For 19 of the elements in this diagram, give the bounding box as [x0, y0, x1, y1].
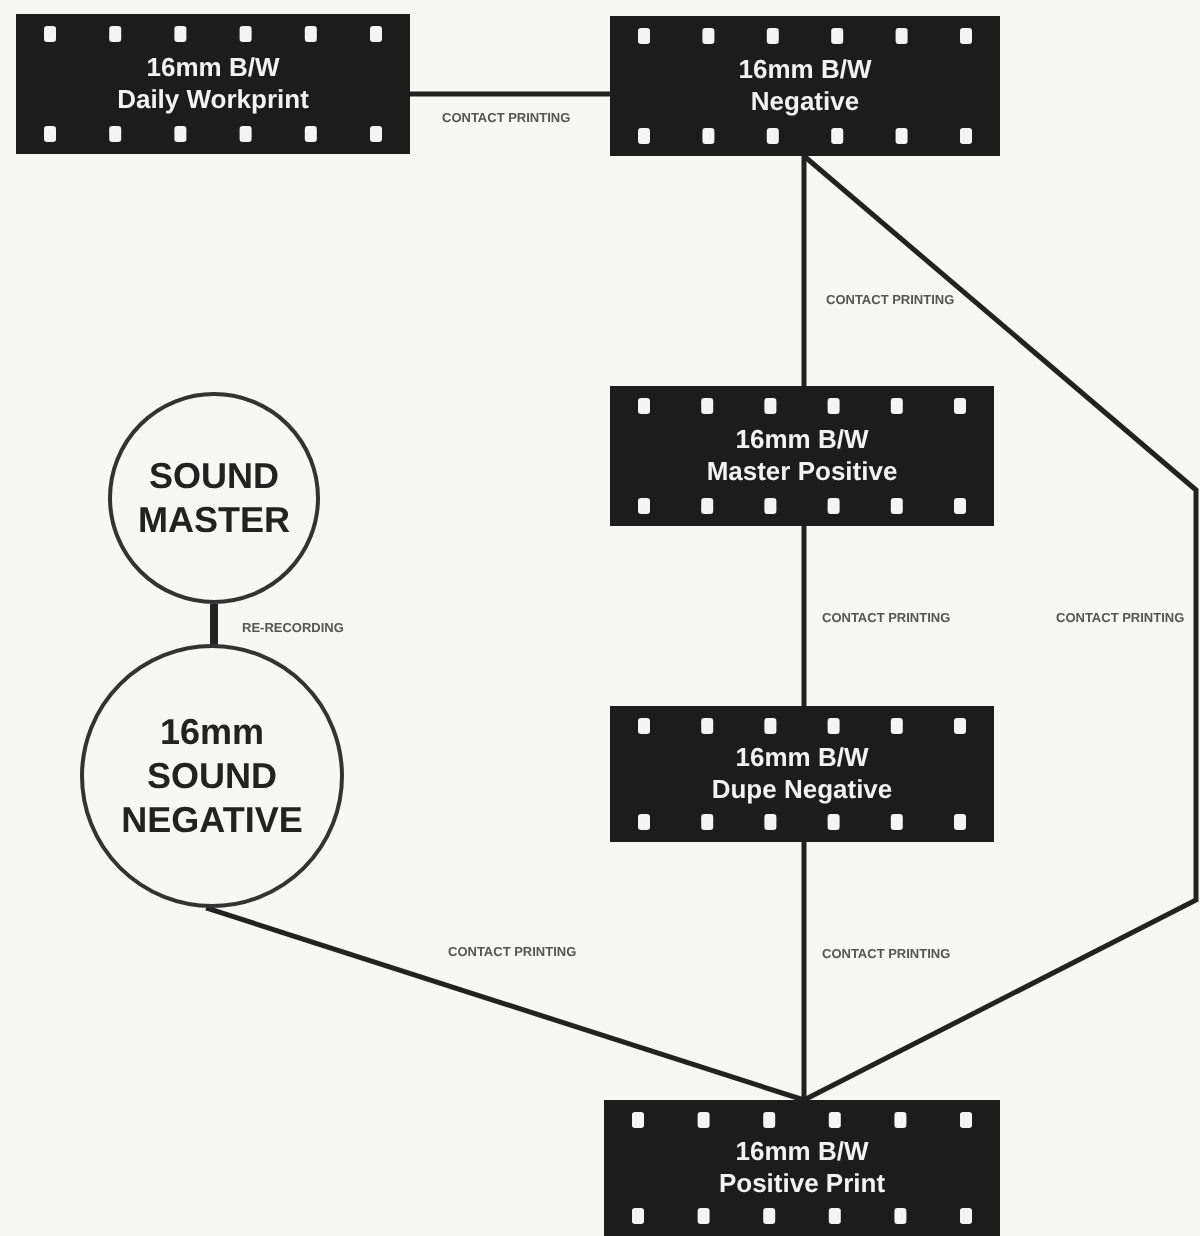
connector-line	[801, 156, 807, 386]
film-strip-box	[604, 1100, 1000, 1236]
connector-line	[410, 91, 610, 97]
connector-line	[205, 905, 805, 1103]
node-label: 16mm B/W Master Positive	[704, 424, 900, 488]
node-label: 16mm B/W Positive Print	[716, 1136, 888, 1200]
film-strip-box	[610, 16, 1000, 156]
connector-line	[802, 154, 1199, 1103]
node-label: 16mm B/W Negative	[736, 54, 874, 118]
node-label: SOUND MASTER	[136, 454, 292, 542]
node-label: 16mm B/W Daily Workprint	[115, 52, 311, 116]
node-label: 16mm B/W Dupe Negative	[709, 742, 895, 806]
connector-line	[210, 604, 218, 645]
film-strip-box	[610, 706, 994, 842]
node-label: 16mm SOUND NEGATIVE	[119, 710, 305, 842]
connector-line	[801, 842, 807, 1100]
film-strip-box	[610, 386, 994, 526]
film-strip-box	[16, 14, 410, 154]
connector-line	[801, 526, 807, 706]
